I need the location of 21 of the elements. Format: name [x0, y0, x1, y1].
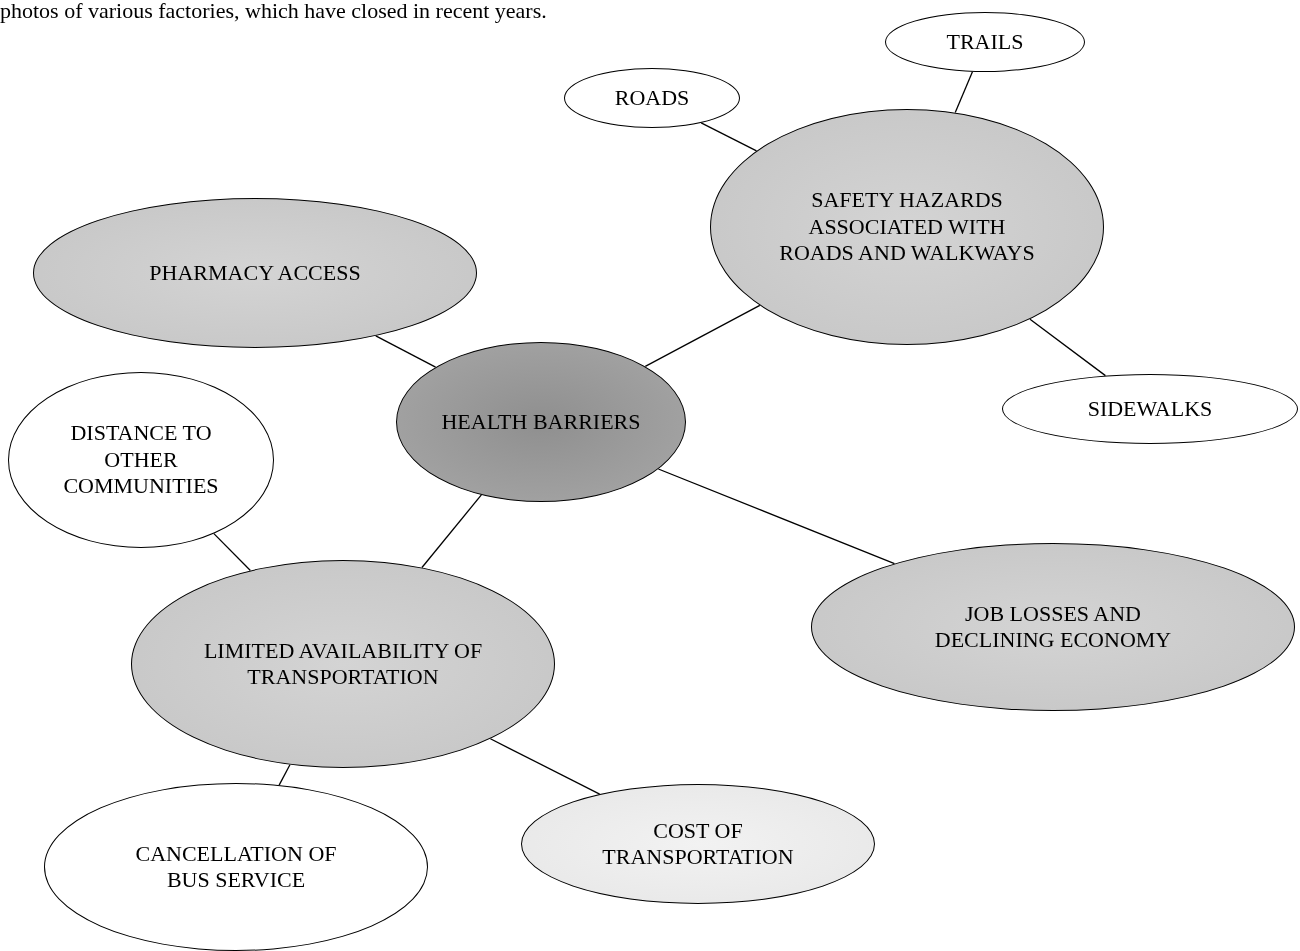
node-label: SIDEWALKS	[1086, 395, 1214, 423]
node-label: COST OF TRANSPORTATION	[601, 817, 795, 871]
node-label: PHARMACY ACCESS	[148, 259, 362, 287]
connector-line	[213, 532, 251, 572]
connector-line	[421, 494, 482, 569]
node-label: DISTANCE TO OTHER COMMUNITIES	[62, 420, 220, 500]
node-label: LIMITED AVAILABILITY OF TRANSPORTATION	[203, 637, 483, 691]
connector-line	[954, 71, 974, 114]
node-label: HEALTH BARRIERS	[441, 408, 641, 436]
connector-line	[489, 738, 601, 795]
node-label: TRAILS	[945, 28, 1025, 56]
connector-line	[375, 335, 437, 368]
node-label: CANCELLATION OF BUS SERVICE	[134, 840, 338, 894]
node-label: JOB LOSSES AND DECLINING ECONOMY	[933, 600, 1173, 654]
note-text: photos of various factories, which have closed in recent years.	[0, 0, 547, 22]
node-label: ROADS	[613, 84, 691, 112]
node-label: SAFETY HAZARDS ASSOCIATED WITH ROADS AND WALKWAYS	[778, 187, 1036, 267]
connector-line	[657, 468, 896, 565]
connector-line	[278, 764, 291, 786]
connector-line	[700, 122, 758, 152]
connector-line	[644, 304, 761, 368]
